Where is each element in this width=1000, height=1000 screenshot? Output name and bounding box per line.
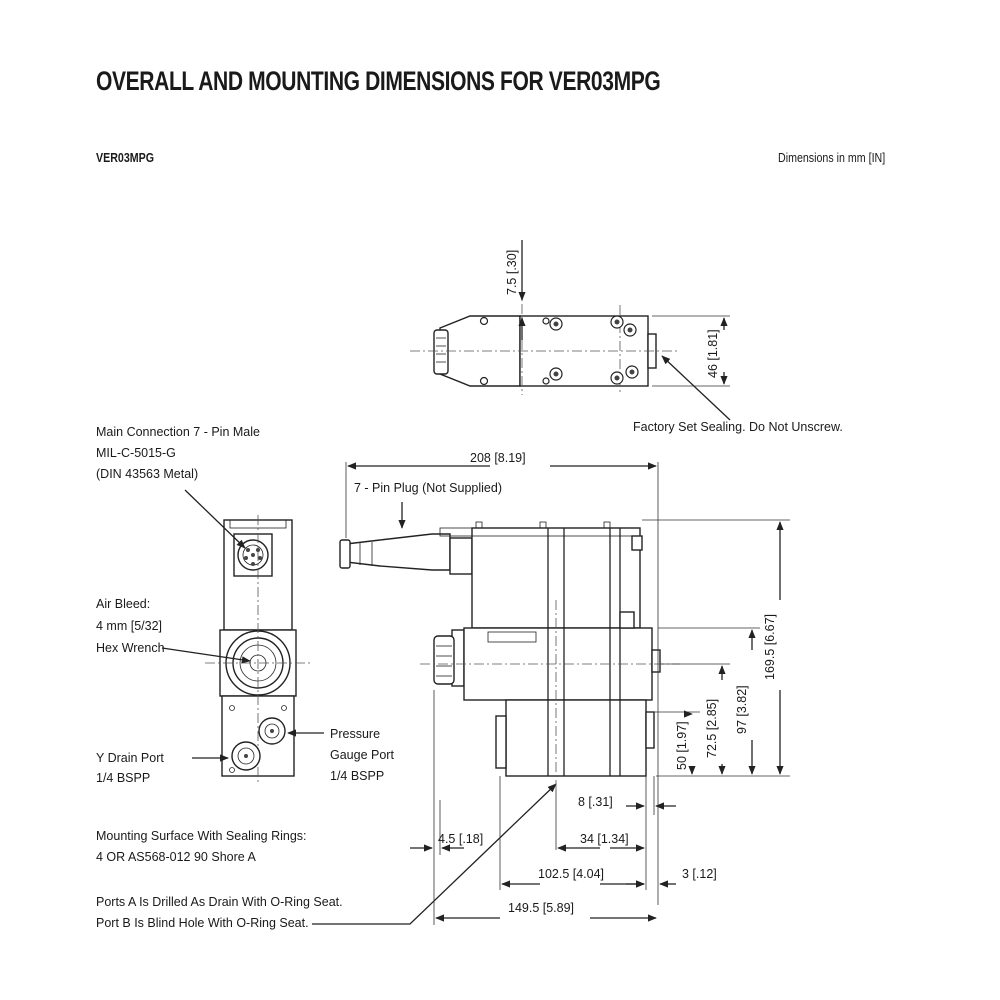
page-title: OVERALL AND MOUNTING DIMENSIONS FOR VER0… [96,66,661,96]
dim-3: 3 [.12] [682,867,717,881]
svg-text:Gauge Port: Gauge Port [330,748,394,762]
dim-50: 50 [1.97] [675,721,689,770]
svg-text:MIL-C-5015-G: MIL-C-5015-G [96,446,176,460]
dim-72-5: 72.5 [2.85] [705,699,719,758]
dim-102-5: 102.5 [4.04] [538,867,604,881]
units-note: Dimensions in mm [IN] [778,150,886,165]
model-label: VER03MPG [96,150,155,165]
svg-text:Pressure: Pressure [330,727,380,741]
bolt-icon [479,315,639,386]
dim-4-5: 4.5 [.18] [438,832,483,846]
ports-label: Ports A Is Drilled As Drain With O-Ring … [96,895,343,930]
air-bleed-label: Air Bleed: 4 mm [5/32] Hex Wrench [96,597,165,655]
svg-text:4 OR AS568-012 90 Shore A: 4 OR AS568-012 90 Shore A [96,850,256,864]
svg-text:Air Bleed:: Air Bleed: [96,597,150,611]
pressure-gauge-label: Pressure Gauge Port 1/4 BSPP [330,727,394,783]
svg-text:Y Drain Port: Y Drain Port [96,751,164,765]
svg-text:Port B Is Blind Hole With O-Ri: Port B Is Blind Hole With O-Ring Seat. [96,916,309,930]
dim-169-5: 169.5 [6.67] [763,614,777,680]
svg-text:Hex Wrench: Hex Wrench [96,641,165,655]
svg-text:Ports A Is Drilled As Drain Wi: Ports A Is Drilled As Drain With O-Ring … [96,895,343,909]
end-view [205,515,310,785]
factory-seal-label: Factory Set Sealing. Do Not Unscrew. [633,420,843,434]
mounting-surface-label: Mounting Surface With Sealing Rings: 4 O… [96,829,307,864]
front-view [339,521,680,790]
dim-208: 208 [8.19] [470,451,526,465]
connector-icon [233,533,273,577]
dim-149-5: 149.5 [5.89] [508,901,574,915]
svg-text:(DIN 43563 Metal): (DIN 43563 Metal) [96,467,198,481]
svg-text:Main Connection 7 - Pin Male: Main Connection 7 - Pin Male [96,425,260,439]
dim-7-5: 7.5 [.30] [505,250,519,295]
svg-text:1/4 BSPP: 1/4 BSPP [330,769,384,783]
y-drain-label: Y Drain Port 1/4 BSPP [96,751,164,785]
dim-8: 8 [.31] [578,795,613,809]
arrow-icon [661,355,731,421]
svg-text:1/4 BSPP: 1/4 BSPP [96,771,150,785]
top-view: 7.5 [.30] 46 [1.81] Factory Set Sealing.… [410,240,843,434]
dim-46: 46 [1.81] [706,329,720,378]
dim-97: 97 [3.82] [735,685,749,734]
dim-34: 34 [1.34] [580,832,629,846]
main-connection-label: Main Connection 7 - Pin Male MIL-C-5015-… [96,425,260,481]
svg-text:4 mm [5/32]: 4 mm [5/32] [96,619,162,633]
port-icon [231,717,286,771]
svg-text:Mounting Surface With Sealing: Mounting Surface With Sealing Rings: [96,829,307,843]
pin-plug-label: 7 - Pin Plug (Not Supplied) [354,481,502,495]
